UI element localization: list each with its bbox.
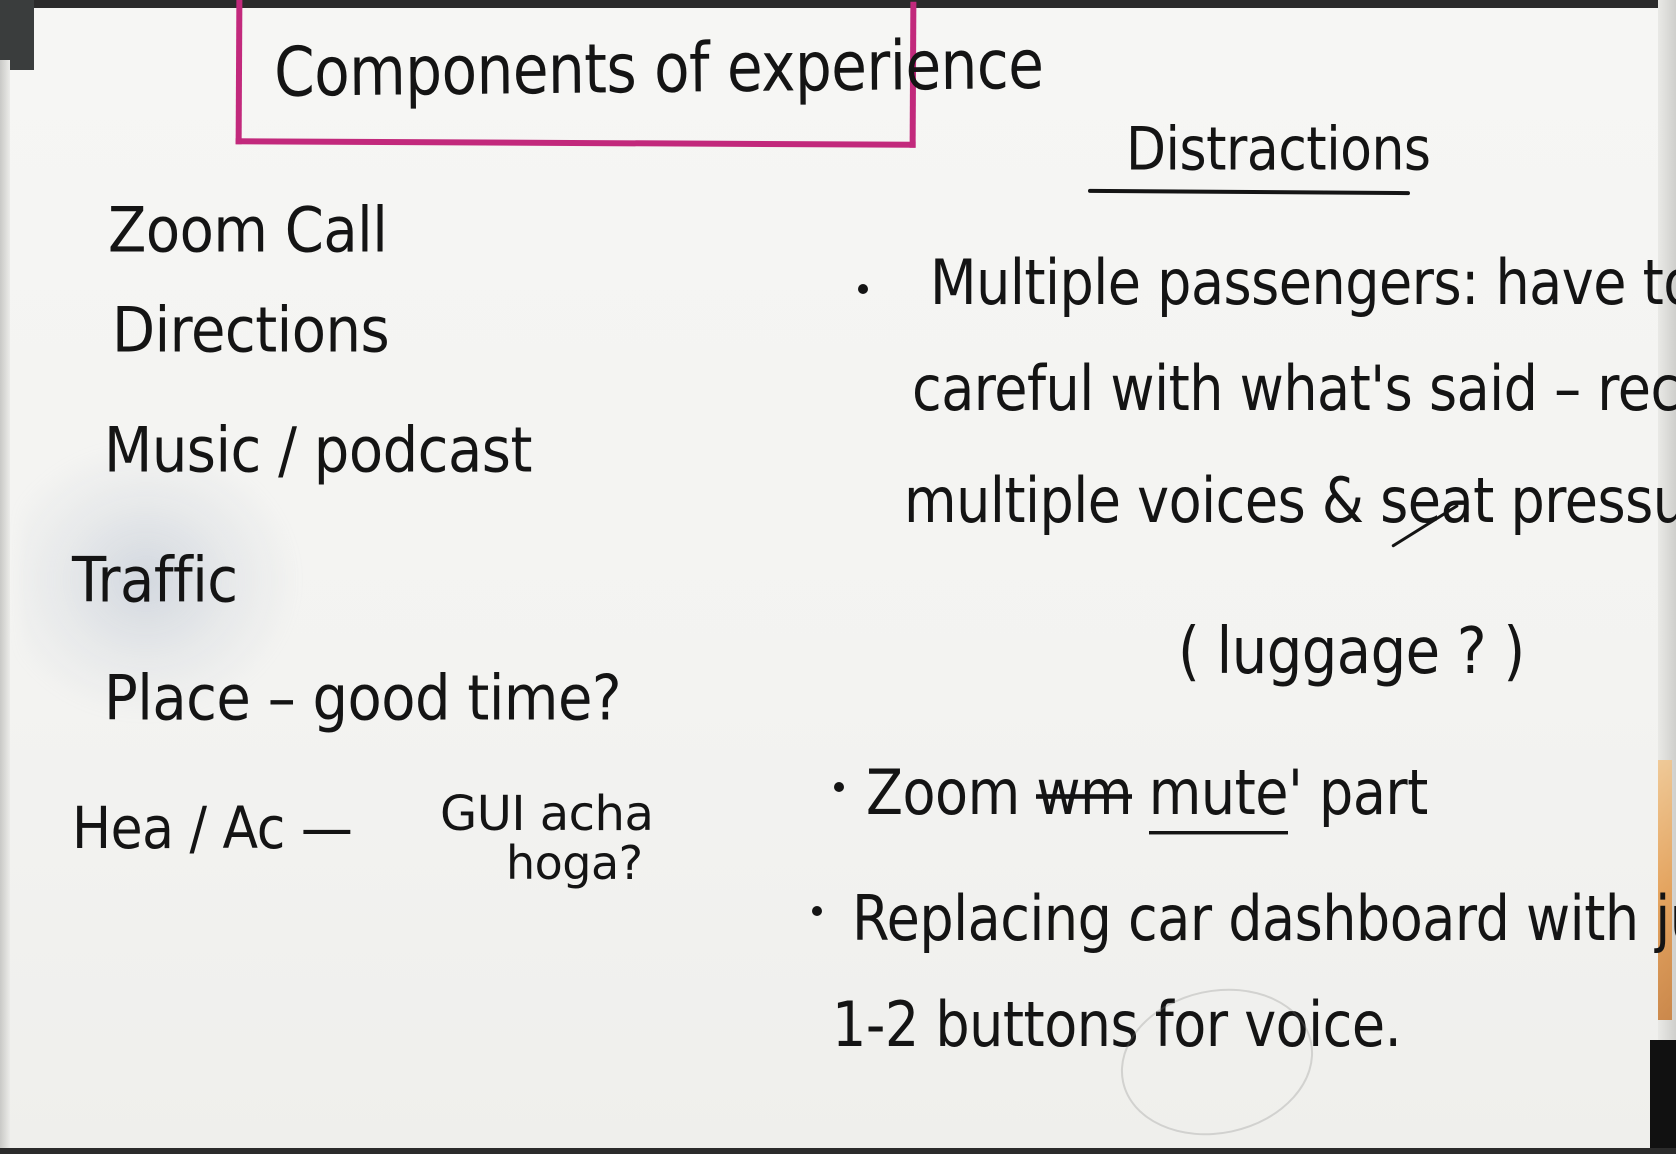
left-item-zoom-call: Zoom Call [108, 194, 388, 268]
eraser-smudge [20, 440, 300, 720]
bullet1-line1: Multiple passengers: have to b [930, 246, 1676, 319]
page-title: Components of experience [273, 24, 1044, 113]
frame-edge-top [0, 0, 1676, 8]
bullet2-underlined-word: mute [1148, 756, 1289, 835]
bullet1-aside: ( luggage ? ) [1178, 614, 1525, 689]
left-item-heat-ac: Hea / Ac — [72, 795, 353, 863]
bullet-dot [812, 906, 822, 916]
gui-note-line1: GUI acha [440, 786, 654, 842]
bullet-dot [858, 284, 868, 294]
left-item-music-podcast: Music / podcast [104, 414, 532, 488]
bullet-dot [834, 782, 844, 792]
bullet3-line2: 1-2 buttons for voice. [832, 988, 1402, 1061]
bullet2-prefix: Zoom [866, 756, 1020, 829]
bullet1-line2: careful with what's said – recog [912, 352, 1676, 425]
gui-note-line2: hoga? [506, 836, 643, 890]
heading-underline [1087, 188, 1411, 196]
frame-edge-bottom [0, 1148, 1676, 1154]
frame-edge-left [0, 60, 10, 1154]
left-item-traffic: Traffic [72, 544, 238, 618]
distractions-heading: Distractions [1126, 115, 1431, 185]
bullet1-line3: multiple voices & seat pressure [904, 464, 1676, 537]
bullet2-line: Zoom wm mute' part [866, 756, 1428, 835]
background-object-right [1658, 760, 1672, 1020]
bullet2-suffix: ' part [1288, 756, 1428, 829]
bullet2-struck-word: wm [1036, 756, 1133, 829]
bullet3-line1: Replacing car dashboard with just [852, 882, 1676, 955]
left-item-place: Place – good time? [104, 662, 622, 736]
frame-edge-right-dark [1650, 1040, 1676, 1154]
frame-edge-left-dark [0, 0, 34, 70]
left-item-directions: Directions [112, 294, 390, 368]
